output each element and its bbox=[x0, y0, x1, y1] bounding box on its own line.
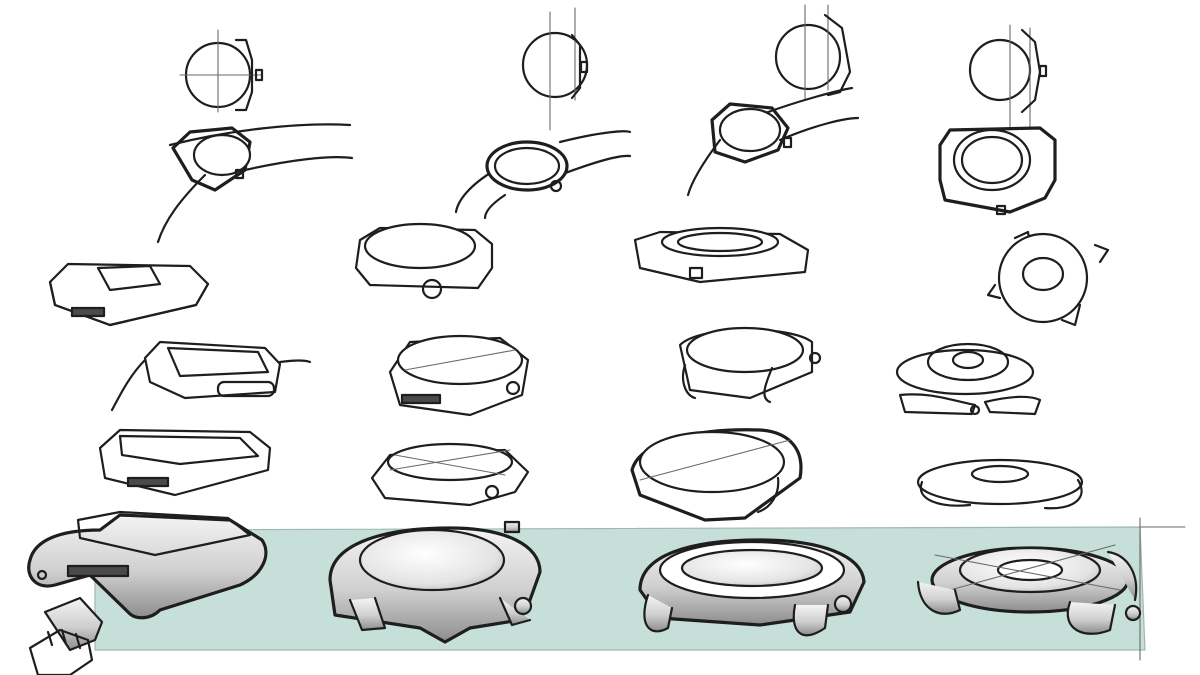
lug-study-sketch bbox=[678, 326, 822, 404]
lug-study-sketch bbox=[110, 340, 312, 412]
strap-perspective-sketch bbox=[454, 130, 632, 220]
rendered-oval-watch bbox=[638, 538, 866, 637]
case-study-sketch bbox=[986, 230, 1110, 327]
strap-perspective-sketch bbox=[156, 123, 354, 244]
low-angle-study-sketch bbox=[98, 428, 272, 497]
case-study-sketch bbox=[354, 222, 494, 300]
low-angle-study-sketch bbox=[916, 458, 1084, 510]
front-view-sketch bbox=[774, 4, 852, 101]
low-angle-study-sketch bbox=[630, 428, 803, 522]
strap-perspective-sketch bbox=[686, 86, 860, 197]
strap-fragment bbox=[28, 628, 94, 675]
rendered-rectangular-watch bbox=[27, 510, 268, 652]
front-view-sketch bbox=[179, 29, 264, 113]
lug-study-sketch bbox=[895, 342, 1042, 416]
case-study-sketch bbox=[633, 226, 810, 284]
rendered-pebble-watch bbox=[916, 544, 1142, 635]
front-view-sketch bbox=[521, 7, 589, 131]
strap-perspective-sketch bbox=[938, 126, 1057, 216]
low-angle-study-sketch bbox=[370, 442, 530, 507]
case-study-sketch bbox=[48, 262, 210, 327]
lug-study-sketch bbox=[388, 334, 530, 417]
front-view-sketch bbox=[968, 24, 1048, 129]
rendered-round-watch bbox=[328, 520, 542, 644]
